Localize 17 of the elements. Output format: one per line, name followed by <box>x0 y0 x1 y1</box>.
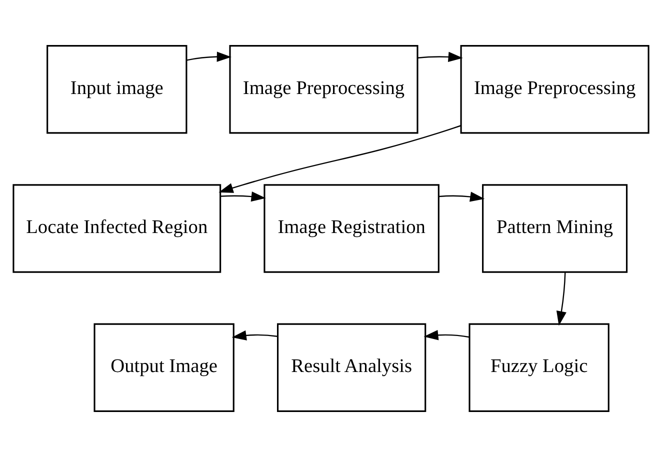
node-box: Pattern Mining <box>482 184 628 273</box>
arrow <box>232 330 278 340</box>
node-box: Locate Infected Region <box>12 184 222 273</box>
node-box: Fuzzy Logic <box>468 323 610 412</box>
arrow <box>186 52 232 62</box>
node-box: Output Image <box>94 323 234 412</box>
arrow <box>218 125 462 193</box>
arrow <box>556 272 566 326</box>
node-box: Input image <box>46 45 188 134</box>
arrow <box>438 192 485 202</box>
arrow <box>220 191 266 202</box>
node-box: Image Preprocessing <box>229 45 418 134</box>
arrow <box>424 330 470 340</box>
node-box: Result Analysis <box>276 323 426 412</box>
arrow <box>418 52 463 62</box>
node-box: Image Registration <box>264 184 440 273</box>
node-box: Image Preprocessing <box>460 45 650 134</box>
